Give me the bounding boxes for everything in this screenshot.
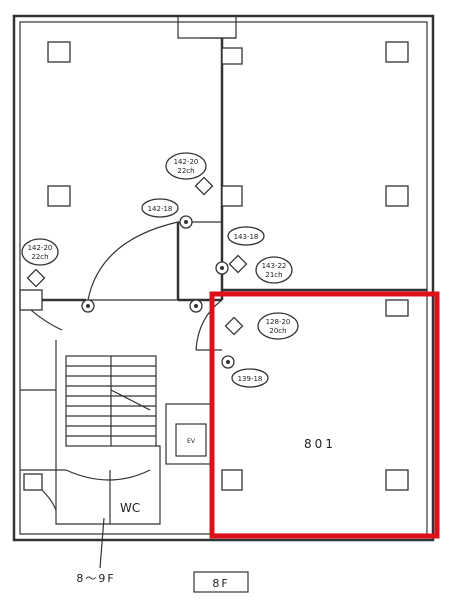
door-swing-right [195,299,223,351]
floor-range-label: 8～9F [76,572,115,585]
svg-text:21ch: 21ch [265,271,282,279]
outer-wall [12,14,435,542]
device-symbols [81,215,235,369]
outlet-symbols [26,176,248,336]
svg-text:139-18: 139-18 [238,375,263,383]
equipment-label-e7: 139-18 [231,368,269,388]
svg-text:22ch: 22ch [177,167,194,175]
elevator-shaft [165,403,213,465]
svg-text:128-20: 128-20 [266,318,291,326]
inner-wall-line [19,21,428,535]
top-notch [177,15,237,39]
wc-label: WC [120,501,140,515]
wc-enclosure [55,470,161,525]
floor-range-leader [99,517,105,569]
equipment-label-e2: 142-18 [141,198,179,218]
svg-text:20ch: 20ch [269,327,286,335]
door-swing-large [87,221,179,301]
elevator-label: EV [187,438,196,445]
unit-label: 801 [304,437,336,451]
equipment-label-e5: 143-22 21ch [255,256,293,284]
floor-tag-label: 8F [212,577,229,590]
unit-801-highlight [209,291,440,539]
equipment-label-e6: 128-20 20ch [257,312,299,340]
equipment-label-e4: 143-18 [227,226,265,246]
svg-text:142-18: 142-18 [148,205,173,213]
svg-text:142-20: 142-20 [28,244,53,252]
stair-treads [66,356,156,446]
structural-columns [19,41,409,491]
svg-text:22ch: 22ch [31,253,48,261]
equipment-label-e1: 142-20 22ch [165,152,207,180]
svg-text:142-20: 142-20 [174,158,199,166]
svg-text:143-18: 143-18 [234,233,259,241]
equipment-label-e3: 142-20 22ch [21,238,59,266]
floor-tag-box [193,571,249,593]
svg-text:143-22: 143-22 [262,262,287,270]
